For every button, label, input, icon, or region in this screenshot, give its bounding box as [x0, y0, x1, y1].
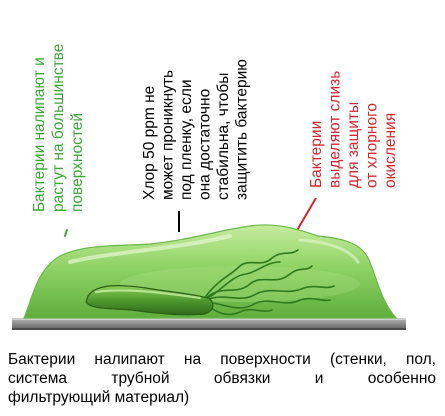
label-black-line-5: защитить бактерию: [234, 59, 251, 200]
label-chlorine: Хлор 50 ppm не может проникнуть под плен…: [141, 59, 251, 200]
label-red-line-3: от хлорного: [364, 103, 381, 188]
label-bacteria-attach: Бактерии налипают и растут на большинств…: [31, 39, 86, 212]
label-red-line-2: для защиты: [345, 102, 362, 188]
label-green-line-2: поверхностей: [69, 113, 86, 212]
caption: Бактерии налипают на поверхности (стенки…: [8, 350, 436, 407]
label-green-line-1: растут на большинстве: [50, 44, 67, 212]
label-red-line-1: выделяют слизь: [327, 71, 344, 188]
caption-line-0: Бактерии налипают на поверхности (стенки…: [8, 350, 436, 369]
red-pointer: [296, 198, 316, 232]
label-green-line-0: Бактерии налипают и: [31, 57, 48, 212]
green-pointer: [65, 230, 67, 236]
label-black-line-4: стабильна, чтобы: [215, 73, 232, 200]
label-black-line-0: Хлор 50 ppm не: [141, 86, 158, 200]
caption-line-1: система трубной обвязки и особенно: [8, 369, 436, 388]
label-black-line-3: она достаточно: [197, 89, 214, 200]
label-black-line-2: под пленку, если: [178, 80, 195, 200]
label-red-line-0: Бактерии: [308, 121, 325, 188]
label-black-line-1: может проникнуть: [160, 70, 177, 200]
caption-line-2: фильтрующий материал): [8, 388, 436, 407]
label-slime: Бактерии выделяют слизь для защиты от хл…: [308, 66, 399, 188]
surface-edge: [12, 328, 406, 330]
label-red-line-4: окисления: [382, 113, 399, 188]
